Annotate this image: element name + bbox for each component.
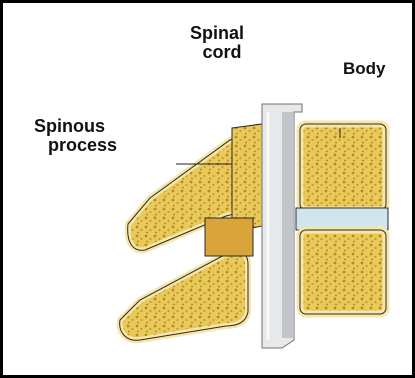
body-label: Body bbox=[343, 60, 386, 78]
upper-lamina bbox=[232, 124, 262, 232]
pedicle bbox=[205, 218, 253, 256]
spinal-cord-label: Spinal cord bbox=[190, 24, 244, 62]
spinous-process-label-line1: Spinous bbox=[34, 117, 117, 136]
lower-spinous-process bbox=[120, 251, 248, 341]
spinal-cord-label-line1: Spinal bbox=[190, 24, 244, 43]
spinous-process-label-line2: process bbox=[34, 136, 117, 155]
lower-vertebral-body bbox=[300, 230, 386, 314]
spinous-process-label: Spinous process bbox=[34, 117, 117, 155]
upper-vertebral-body bbox=[300, 124, 386, 210]
spinal-cord-label-line2: cord bbox=[190, 43, 244, 62]
